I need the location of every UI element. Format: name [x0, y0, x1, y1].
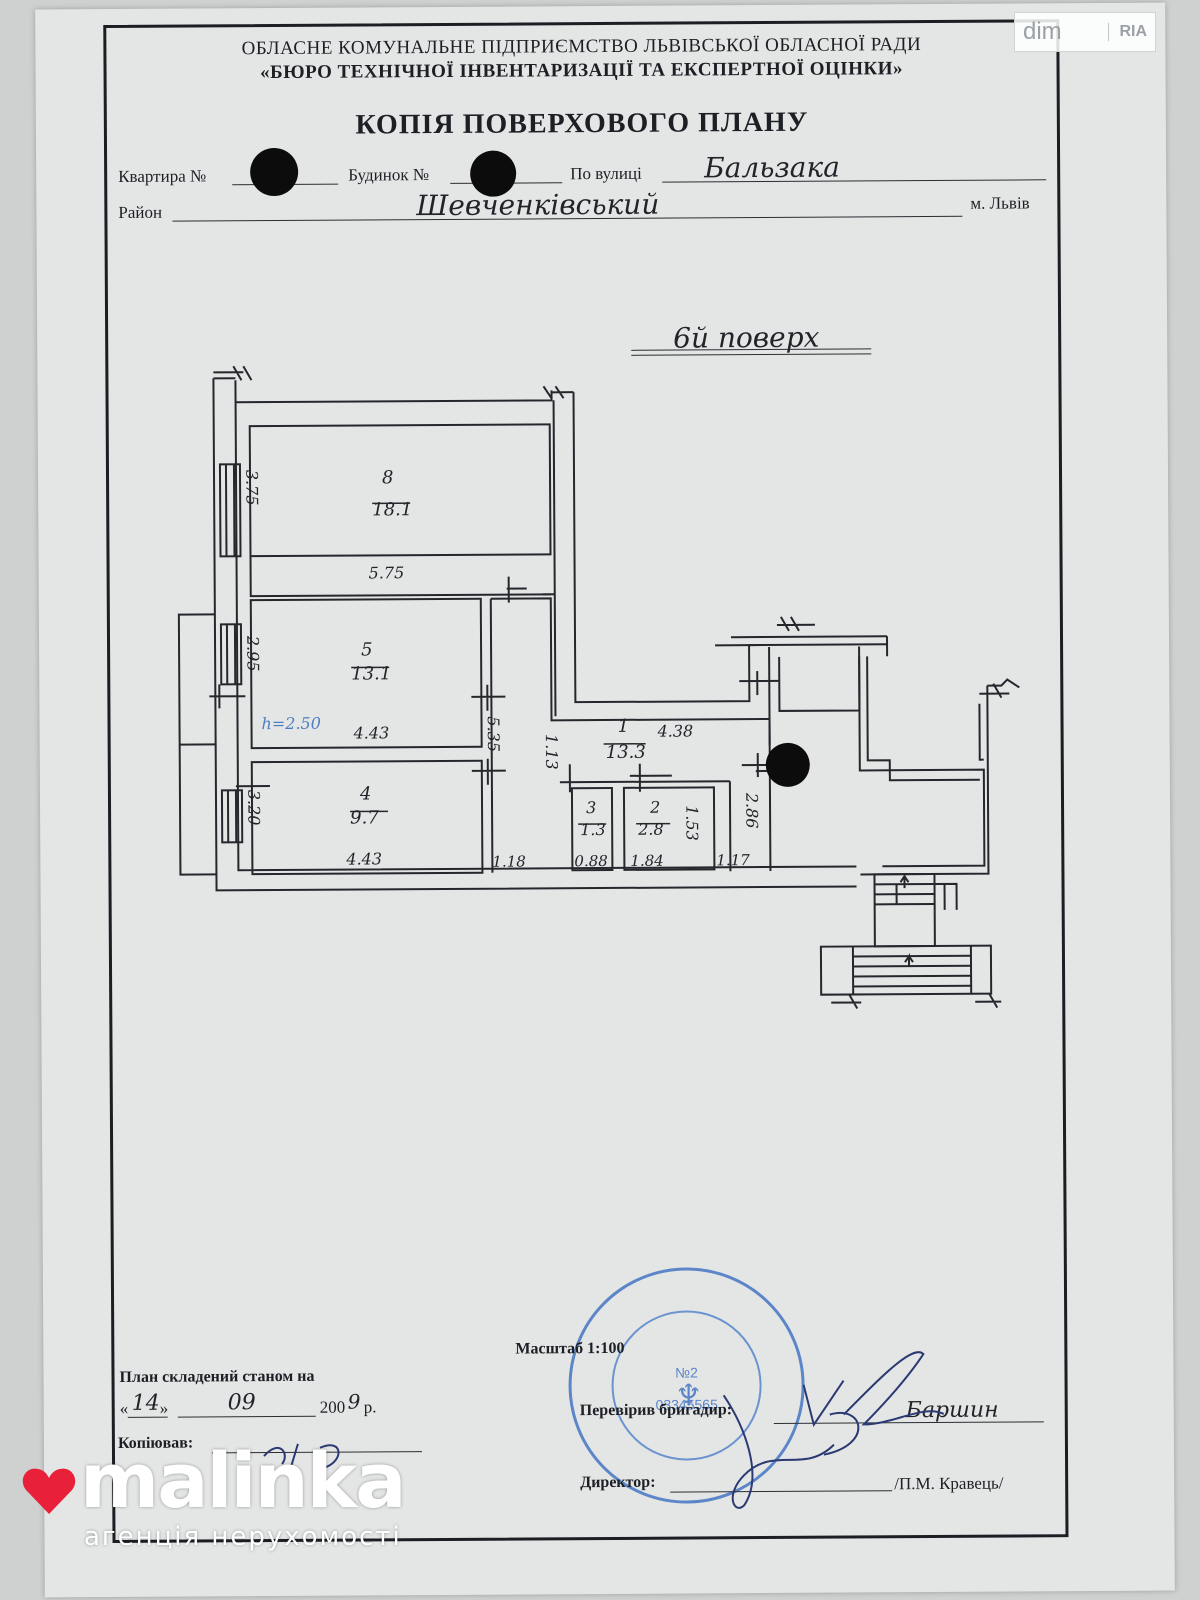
ria-logo-text: RIA [1108, 23, 1147, 41]
plan-outer-wall-left-bottom [212, 378, 857, 892]
room-5-outline [249, 597, 483, 750]
heart-icon [22, 1468, 76, 1514]
plan-inner-wall-left-bottom [234, 380, 857, 872]
room-8-outline [248, 423, 552, 558]
brand-subtitle: агенція нерухомості [84, 1522, 402, 1552]
dim-logo-text: dim [1023, 18, 1062, 45]
room-2-outline [622, 786, 716, 871]
brand-name: malinka [80, 1436, 407, 1525]
floor-plan [177, 365, 1020, 1009]
stair-flight [819, 944, 993, 996]
malinka-logo: malinka агенція нерухомості [22, 1436, 462, 1552]
room-4-outline [250, 759, 484, 876]
dim-ria-watermark: dim RIA [1014, 12, 1156, 52]
document-sheet: ОБЛАСНЕ КОМУНАЛЬНЕ ПІДПРИЄМСТВО ЛЬВІВСЬК… [35, 2, 1175, 1598]
room-3-outline [570, 786, 614, 872]
handwritten-signatures [263, 1351, 945, 1509]
plan-top-wall [235, 390, 553, 404]
redacted-plan-mark [765, 742, 810, 787]
